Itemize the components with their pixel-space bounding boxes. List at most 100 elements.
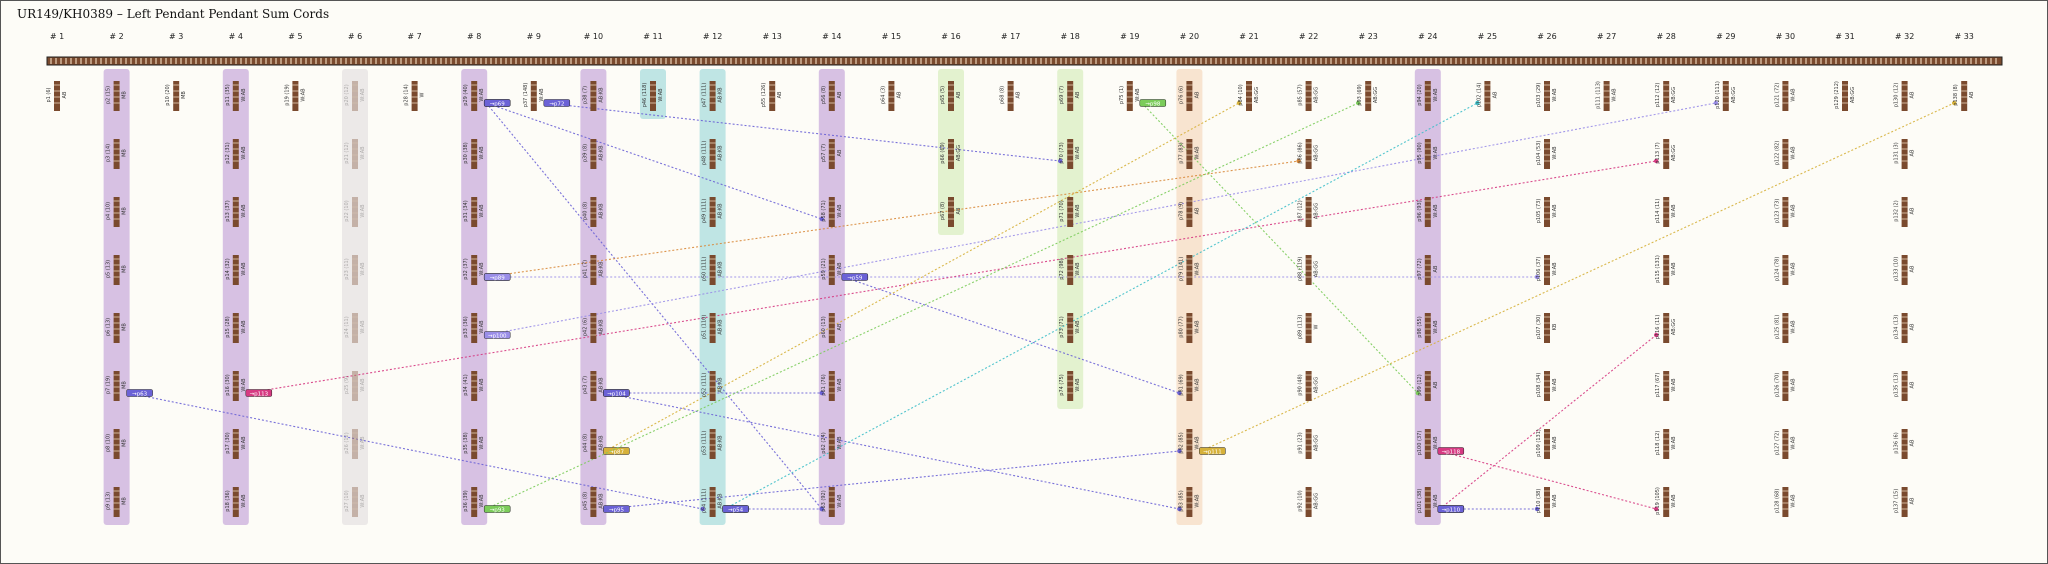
- pendant-id-label: p132 (2): [1894, 200, 1900, 221]
- pendant-cord: [1067, 313, 1074, 343]
- sum-link-tag-box: [603, 447, 630, 455]
- pendant-cord: [1484, 81, 1491, 111]
- pendant-id-label: p104 (53): [1536, 141, 1542, 166]
- pendant-cord: [590, 429, 597, 459]
- column-label: # 20: [1180, 32, 1199, 41]
- pendant-color-label: W:AB: [1075, 378, 1081, 392]
- pendant-color-label: AB: [1016, 91, 1022, 98]
- pendant-id-label: p53 (111): [702, 431, 708, 456]
- pendant-color-label: MB: [181, 91, 187, 99]
- pendant-cord: [1782, 81, 1789, 111]
- pendant-cord: [888, 81, 895, 111]
- pendant-id-label: p118 (12): [1655, 431, 1661, 456]
- pendant-id-label: p33 (36): [463, 316, 469, 337]
- pendant-color-label: AB:KB: [598, 377, 604, 393]
- pendant-cord: [232, 255, 239, 285]
- pendant-cord: [1663, 255, 1670, 285]
- column-label: # 33: [1954, 32, 1973, 41]
- pendant-id-label: p28 (14): [404, 84, 410, 105]
- column-label: # 2: [109, 32, 123, 41]
- column-label: # 3: [169, 32, 183, 41]
- pendant-id-label: p6 (13): [106, 318, 112, 336]
- pendant-color-label: W:AB: [479, 88, 485, 102]
- pendant-id-label: p7 (19): [106, 376, 112, 394]
- pendant-color-label: W:AB: [479, 262, 485, 276]
- pendant-id-label: p105 (73): [1536, 199, 1542, 224]
- pendant-cord: [828, 197, 835, 227]
- pendant-id-label: p123 (73): [1774, 199, 1780, 224]
- pendant-cord: [1544, 429, 1550, 459]
- sum-link-tag-box: [1139, 99, 1167, 107]
- pendant-id-label: p56 (8): [821, 86, 827, 104]
- pendant-id-label: p93 (69): [1357, 84, 1363, 105]
- pendant-color-label: W:AB: [1433, 88, 1439, 102]
- pendant-color-label: W:AB: [837, 262, 843, 276]
- pendant-color-label: W:AB: [1790, 494, 1796, 508]
- pendant-color-label: W:AB: [1790, 88, 1796, 102]
- pendant-id-label: p46 (118): [642, 83, 648, 108]
- pendant-id-label: p26 (12): [344, 432, 350, 453]
- pendant-id-label: p86 (86): [1298, 142, 1304, 163]
- sum-link-tag-box: [245, 389, 273, 397]
- pendant-color-label: W:AB: [1790, 436, 1796, 450]
- pendant-cord: [471, 197, 478, 227]
- pendant-id-label: p137 (15): [1894, 489, 1900, 514]
- column-label: # 28: [1656, 32, 1675, 41]
- sum-link-end-dot: [700, 506, 705, 512]
- sum-link-end-dot: [1058, 158, 1063, 164]
- pendant-color-label: W:AB: [360, 494, 366, 508]
- pendant-cord: [530, 81, 537, 111]
- pendant-cord: [1305, 371, 1312, 401]
- main-cord: [46, 56, 2003, 66]
- pendant-cord: [709, 197, 716, 227]
- pendant-id-label: p50 (111): [702, 257, 708, 282]
- sum-link-tag-box: [126, 389, 153, 397]
- column-label: # 12: [703, 32, 722, 41]
- pendant-id-label: p91 (23): [1298, 432, 1304, 453]
- pendant-cord: [1663, 313, 1670, 343]
- pendant-id-label: p119 (105): [1655, 487, 1661, 515]
- pendant-color-label: W:AB: [1433, 494, 1439, 508]
- column-highlight-band: [1057, 69, 1084, 409]
- column-label: # 15: [882, 32, 901, 41]
- pendant-color-label: W:AB: [360, 146, 366, 160]
- pendant-id-label: p130 (12): [1894, 83, 1900, 108]
- pendant-id-label: p77 (83): [1178, 142, 1184, 163]
- pendant-color-label: AB: [837, 149, 843, 156]
- pendant-color-label: AB: [777, 91, 783, 98]
- pendant-id-label: p76 (6): [1178, 86, 1184, 104]
- sum-link-line: [486, 102, 1716, 336]
- pendant-cord: [590, 313, 597, 343]
- sum-link-tag-box: [483, 331, 511, 339]
- pendant-cord: [232, 487, 239, 517]
- column-label: # 16: [941, 32, 960, 41]
- pendant-id-label: p36 (39): [463, 490, 469, 511]
- pendant-color-label: AB:KB: [598, 435, 604, 451]
- pendant-cord: [1901, 197, 1908, 227]
- pendant-id-label: p29 (40): [463, 84, 469, 105]
- pendant-cord: [948, 197, 954, 227]
- sum-link-tag-box: [722, 505, 749, 513]
- pendant-color-label: AB:GG: [1671, 87, 1677, 103]
- pendant-color-label: MB: [122, 497, 128, 505]
- pendant-color-label: AB: [1433, 381, 1439, 388]
- column-label: # 6: [348, 32, 362, 41]
- pendant-cord: [1067, 197, 1074, 227]
- pendant-color-label: W:AB: [1671, 378, 1677, 392]
- pendant-id-label: p2 (15): [106, 86, 112, 104]
- pendant-id-label: p1 (6): [46, 87, 52, 102]
- column-label: # 31: [1835, 32, 1854, 41]
- sum-link-tag-box: [841, 273, 869, 281]
- pendant-cord: [1424, 313, 1431, 343]
- pendant-cord: [1424, 429, 1431, 459]
- pendant-id-label: p115 (131): [1655, 255, 1661, 283]
- pendant-cord: [828, 81, 835, 111]
- pendant-color-label: AB: [956, 207, 962, 214]
- pendant-color-label: AB:KB: [718, 145, 724, 161]
- pendant-id-label: p121 (72): [1774, 83, 1780, 108]
- pendant-id-label: p98 (55): [1417, 316, 1423, 337]
- pendant-id-label: p107 (30): [1536, 315, 1542, 340]
- pendant-cord: [1782, 429, 1789, 459]
- pendant-color-label: W:AB: [360, 378, 366, 392]
